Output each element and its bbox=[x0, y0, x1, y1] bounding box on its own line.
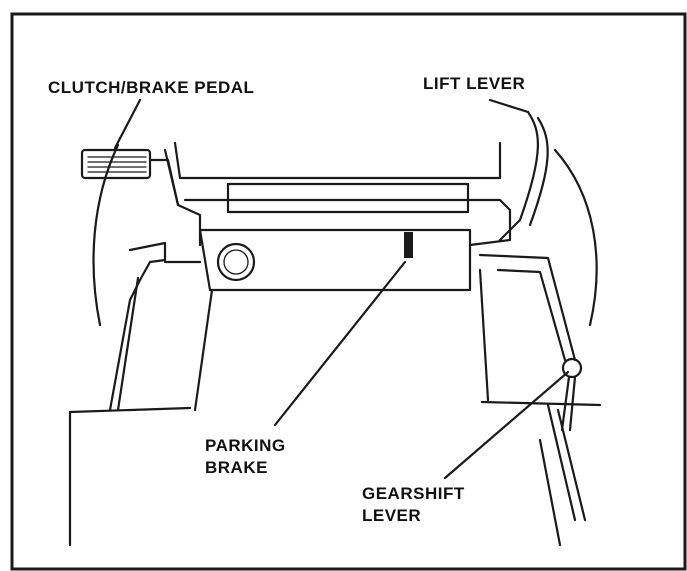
left-fender-arc bbox=[92, 143, 120, 327]
console-body bbox=[198, 228, 472, 292]
pedal-leader bbox=[113, 98, 142, 150]
console-lower-left bbox=[193, 288, 214, 412]
diagram-frame bbox=[10, 12, 687, 571]
left-platform bbox=[108, 241, 167, 412]
lift-leader bbox=[488, 98, 530, 114]
right-platform-inner bbox=[496, 268, 567, 362]
fuel-cap bbox=[216, 242, 256, 282]
dash-housing bbox=[173, 141, 502, 180]
right-deck bbox=[480, 400, 602, 407]
label-gearshift-line1: GEARSHIFT bbox=[362, 484, 465, 503]
gearshift-shaft bbox=[560, 375, 577, 432]
label-gearshift-line2: LEVER bbox=[362, 506, 422, 525]
gearshift-leader bbox=[443, 370, 570, 480]
right-fender-arc bbox=[553, 148, 598, 327]
label-lift-lever: LIFT LEVER bbox=[423, 74, 526, 93]
label-parking-brake-line2: BRAKE bbox=[205, 458, 268, 477]
dash-inner bbox=[183, 198, 512, 247]
pedal-arm bbox=[148, 158, 180, 207]
fuel-cap-inner bbox=[223, 249, 249, 275]
parking-brake-leader bbox=[273, 260, 407, 427]
lift-lever-edge bbox=[528, 116, 549, 227]
left-deck-edge bbox=[116, 276, 140, 412]
lift-lever bbox=[498, 110, 539, 242]
right-platform bbox=[478, 253, 577, 362]
clutch-brake-pedal bbox=[80, 148, 152, 180]
console-lower-right bbox=[478, 268, 490, 402]
label-clutch-brake-pedal: CLUTCH/BRAKE PEDAL bbox=[48, 78, 255, 97]
gearshift-knob bbox=[561, 357, 583, 379]
gearshift-boot bbox=[538, 403, 587, 547]
label-parking-brake-line1: PARKING bbox=[205, 436, 286, 455]
left-deck bbox=[68, 406, 192, 414]
dash-panel bbox=[226, 182, 470, 214]
dash-housing-left bbox=[163, 148, 202, 247]
parking-brake-knob bbox=[404, 232, 413, 258]
pedal-grip bbox=[87, 156, 147, 173]
